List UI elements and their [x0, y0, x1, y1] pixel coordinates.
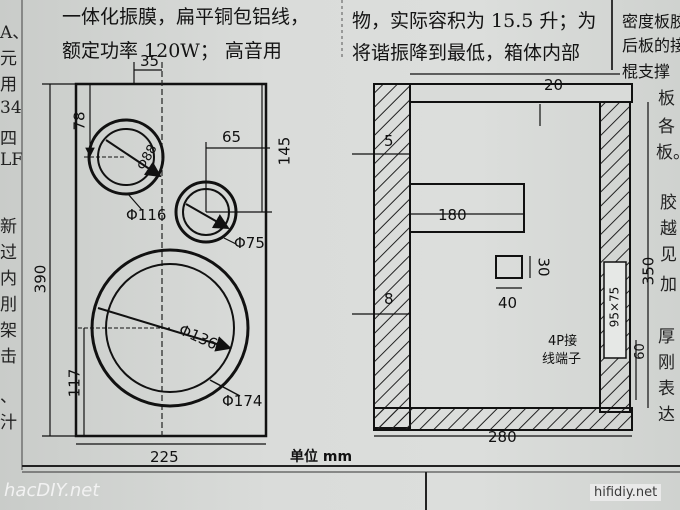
margin-left-char: 内	[0, 269, 17, 289]
unit-label: 单位 mm	[290, 449, 353, 465]
dim-label-78: 78	[70, 111, 89, 131]
header-left-line2: 额定功率 120W； 高音用	[62, 40, 282, 62]
margin-left-char: 汁	[0, 413, 17, 433]
dim-label-phi116: Φ116	[126, 206, 167, 224]
header-left-line1: 一体化振膜，扁平铜包铝线，	[62, 6, 310, 28]
terminal-label-line1: 4P接	[548, 334, 578, 349]
margin-right-char: 表	[658, 379, 675, 399]
terminal-label-line2: 线端子	[542, 352, 582, 367]
dim-label-30: 30	[534, 257, 553, 277]
dim-label-40: 40	[498, 294, 518, 312]
dim-arrow	[105, 139, 162, 178]
watermark-left: hacDIY.net	[4, 480, 100, 501]
watermark-right: hifidiy.net	[590, 484, 662, 501]
side-view	[352, 73, 649, 437]
header-right-line2: 后板的接	[622, 36, 680, 55]
margin-left-char: 刖	[0, 295, 17, 315]
margin-right-char: 见	[660, 245, 677, 265]
front-baffle	[373, 83, 411, 429]
terminal-cutout	[603, 261, 627, 359]
dim-label-phi174: Φ174	[222, 392, 263, 410]
margin-right-char: 板	[658, 89, 675, 109]
brace-block	[495, 255, 523, 279]
margin-left-char: 新	[0, 217, 17, 237]
front-view	[42, 62, 272, 445]
dim-label-145: 145	[275, 136, 294, 166]
header-right-line1: 密度板胶	[622, 12, 680, 31]
dim-label-390: 390	[31, 264, 50, 294]
margin-left-char: 用	[0, 75, 17, 95]
header-mid-line1: 物，实际容积为 15.5 升；为	[352, 10, 597, 32]
port-tube	[409, 183, 525, 233]
margin-left-char: 、	[0, 387, 17, 407]
bottom-panel	[373, 407, 633, 431]
margin-right-char: 加	[660, 275, 677, 295]
header-mid-line2: 将谐振降到最低，箱体内部	[352, 42, 581, 64]
dim-label-350: 350	[639, 256, 658, 286]
front-panel-outline	[74, 82, 268, 438]
margin-left-char: 架	[0, 321, 17, 341]
leader-line	[223, 237, 237, 245]
margin-right-char: 各	[658, 117, 675, 137]
dim-label-20: 20	[544, 76, 564, 94]
dim-label-60: 60	[632, 343, 648, 360]
margin-left-char: 34	[0, 98, 22, 118]
margin-left-char: LF	[0, 150, 24, 170]
top-panel	[409, 83, 633, 103]
header-right-line3: 棍支撑	[622, 62, 671, 81]
dim-label-280: 280	[488, 428, 517, 446]
dim-arrow	[185, 203, 230, 229]
margin-right-char: 板。	[656, 143, 680, 163]
dim-label-35: 35	[140, 52, 160, 70]
margin-right-char: 达	[658, 405, 675, 425]
margin-left-char: 元	[0, 49, 17, 69]
margin-left-char: 击	[0, 347, 17, 367]
dim-label-180: 180	[438, 206, 467, 224]
leader-line	[127, 193, 143, 211]
dim-label-8: 8	[384, 290, 394, 308]
dim-label-225: 225	[150, 448, 179, 466]
dim-label-5: 5	[384, 132, 394, 150]
margin-right-char: 越	[660, 219, 677, 239]
dim-label-95x75: 95×75	[607, 286, 622, 328]
margin-left-char: 过	[0, 243, 17, 263]
margin-right-char: 厚	[658, 327, 675, 347]
dim-label-65: 65	[222, 128, 242, 146]
back-panel	[599, 101, 631, 413]
margin-right-char: 胶	[660, 193, 677, 213]
dim-label-phi75: Φ75	[234, 234, 265, 252]
dim-label-117: 117	[65, 368, 84, 398]
leader-line	[209, 379, 241, 397]
margin-left-char: 四	[0, 129, 17, 149]
margin-right-char: 刚	[658, 353, 675, 373]
